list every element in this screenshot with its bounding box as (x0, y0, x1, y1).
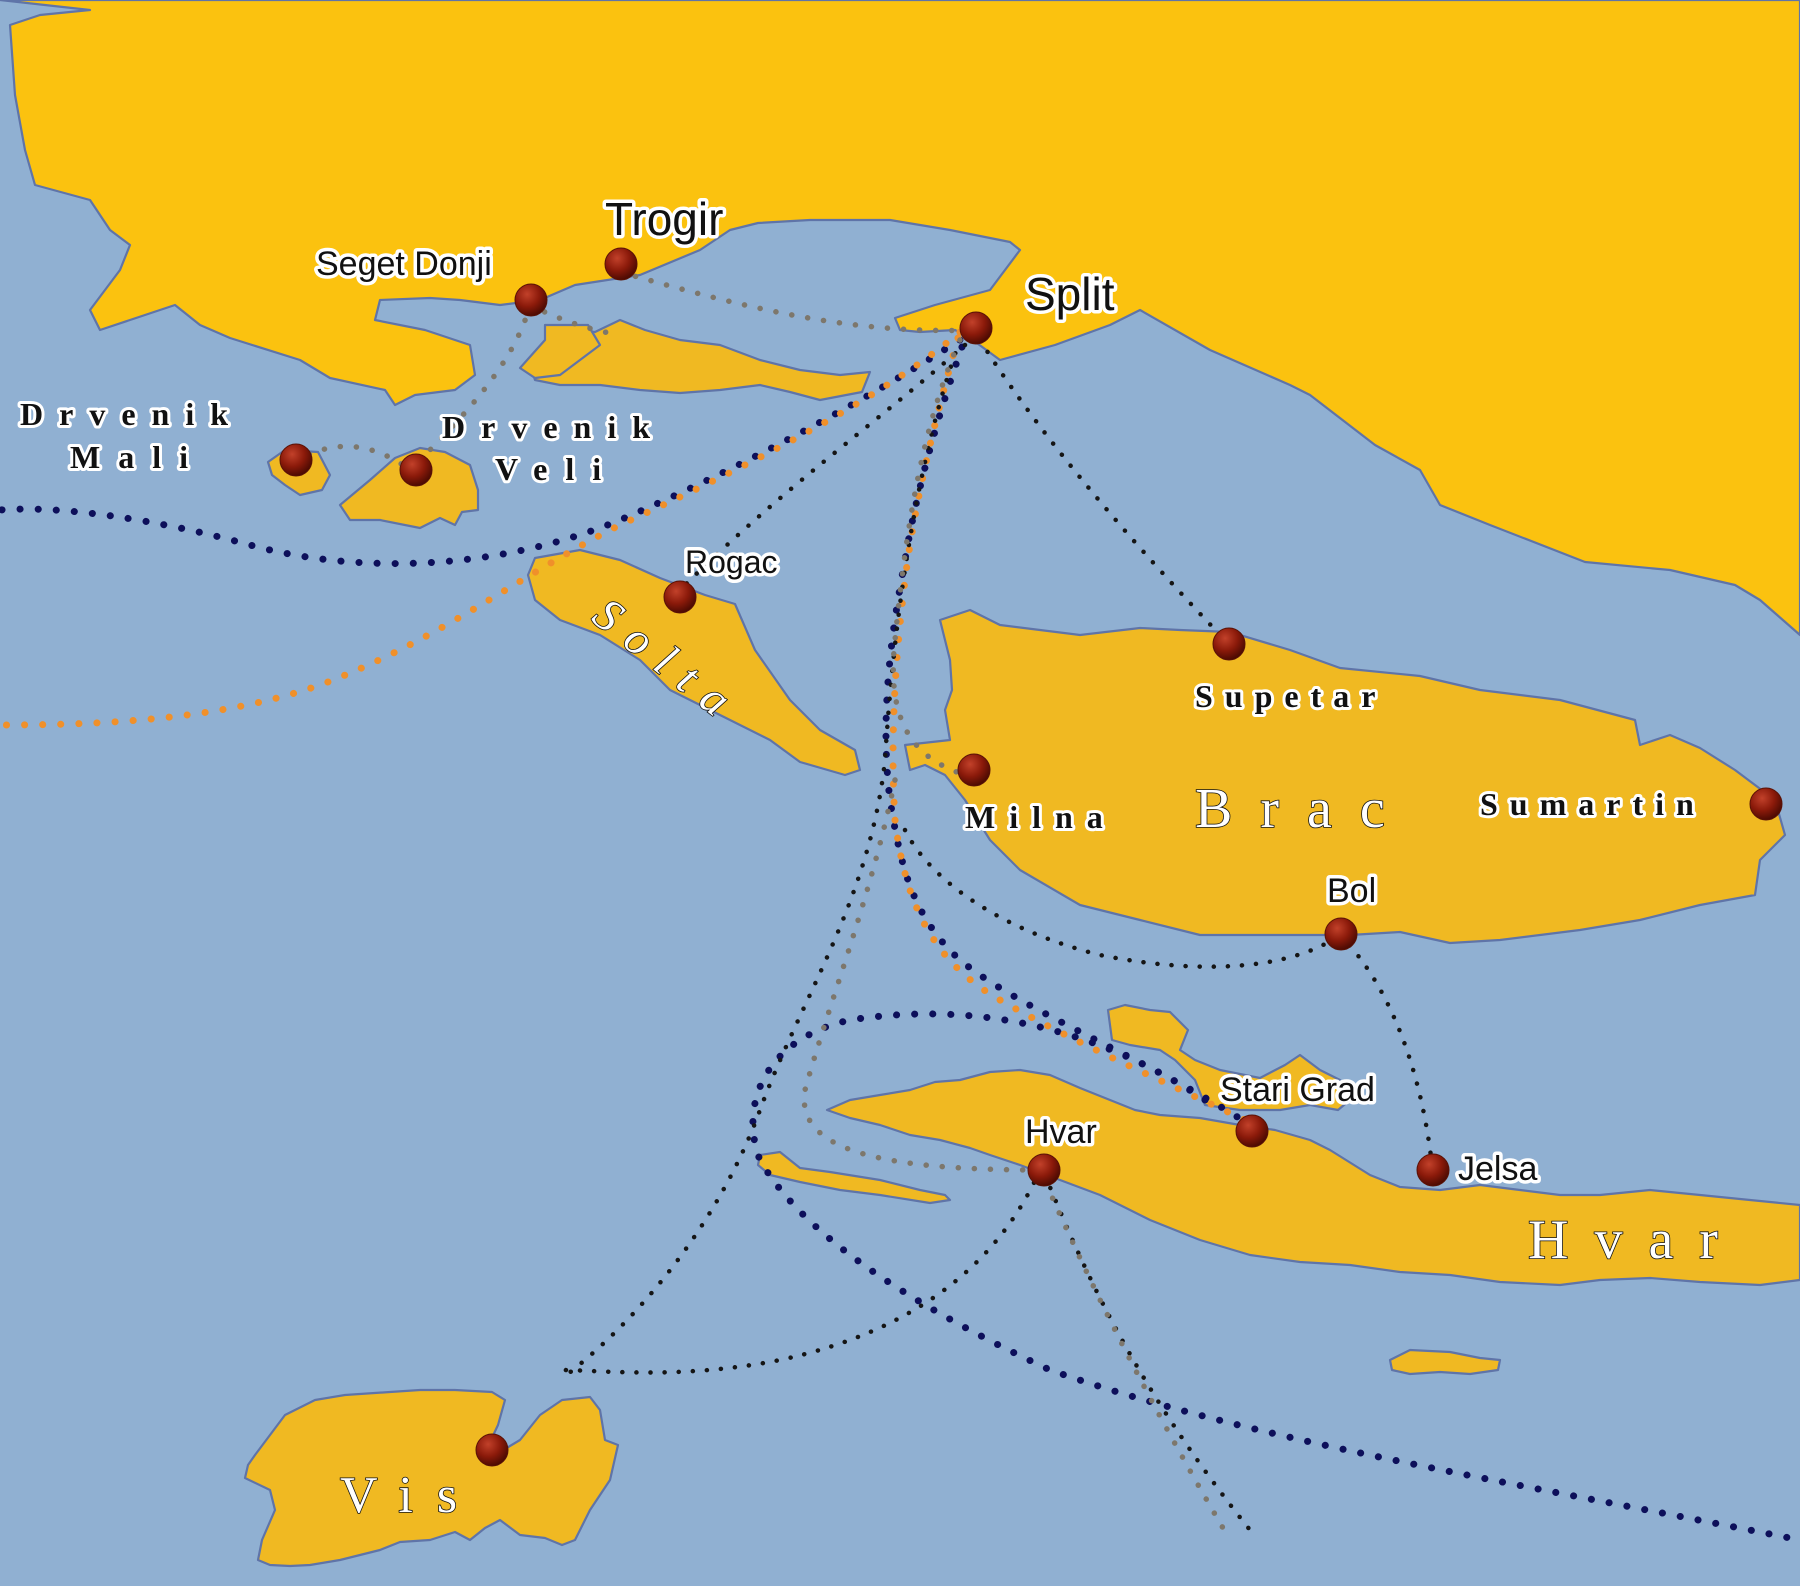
port-trogir-marker[interactable] (604, 247, 638, 281)
label-rogac: Rogac (685, 544, 778, 580)
port-stari-grad-marker[interactable] (1235, 1114, 1269, 1148)
mainland (0, 0, 1800, 637)
label-vis: Vis (340, 1467, 481, 1524)
port-hvar-marker[interactable] (1027, 1153, 1061, 1187)
label-stari-grad: Stari Grad (1220, 1071, 1375, 1109)
label-jelsa: Jelsa (1458, 1150, 1537, 1188)
label-bol: Bol (1327, 872, 1376, 910)
label-drvenik-veli-line2: Veli (495, 451, 619, 487)
island-hvar-north (1106, 1003, 1352, 1112)
island-small-southeast (1388, 1348, 1502, 1376)
route-bol-jelsa (1337, 932, 1435, 1168)
port-bol-marker[interactable] (1324, 917, 1358, 951)
route-seget-trogir (527, 302, 623, 338)
port-rogac-marker[interactable] (663, 580, 697, 614)
label-drvenik-mali-line1: Drvenik (20, 396, 244, 432)
label-split: Split (1025, 268, 1115, 320)
port-jelsa-marker[interactable] (1416, 1153, 1450, 1187)
route-milna-bol (902, 827, 1343, 969)
label-drvenik-veli-line1: Drvenik (442, 409, 666, 445)
port-seget-donji-marker[interactable] (514, 283, 548, 317)
island-hvar (825, 1068, 1800, 1287)
port-sumartin-marker[interactable] (1749, 787, 1783, 821)
port-split-marker[interactable] (959, 311, 993, 345)
island-brac (903, 608, 1787, 945)
island-ciovo (528, 318, 872, 402)
island-vis (243, 1388, 620, 1568)
label-supetar: Supetar (1195, 678, 1387, 714)
label-hvar-island: Hvar (1528, 1209, 1744, 1271)
label-hvar-town: Hvar (1025, 1113, 1097, 1151)
route-split-hvar-grey (801, 337, 1233, 1543)
label-milna: Milna (965, 799, 1117, 835)
label-seget-donji: Seget Donji (316, 245, 492, 283)
island-pakleni (756, 1150, 952, 1205)
port-vis-marker[interactable] (475, 1433, 509, 1467)
port-drvenik-veli-marker[interactable] (399, 453, 433, 487)
route-split-west-orange (0, 328, 964, 729)
route-split-starigrad-orange (889, 334, 1249, 1124)
route-split-starigrad-navy (882, 326, 1254, 1129)
label-trogir: Trogir (605, 193, 723, 245)
route-split-supetar (977, 337, 1228, 643)
label-sumartin: Sumartin (1480, 786, 1706, 822)
route-trogir-split (617, 269, 973, 334)
label-drvenik-mali-line2: Mali (70, 439, 206, 475)
port-drvenik-mali-marker[interactable] (279, 443, 313, 477)
port-milna-marker[interactable] (957, 753, 991, 787)
route-hvar-vis (557, 1167, 1043, 1375)
label-brac: Brac (1195, 778, 1413, 840)
port-supetar-marker[interactable] (1212, 627, 1246, 661)
island-drvenik-veli (338, 446, 480, 530)
island-ciovo-west (518, 323, 602, 380)
